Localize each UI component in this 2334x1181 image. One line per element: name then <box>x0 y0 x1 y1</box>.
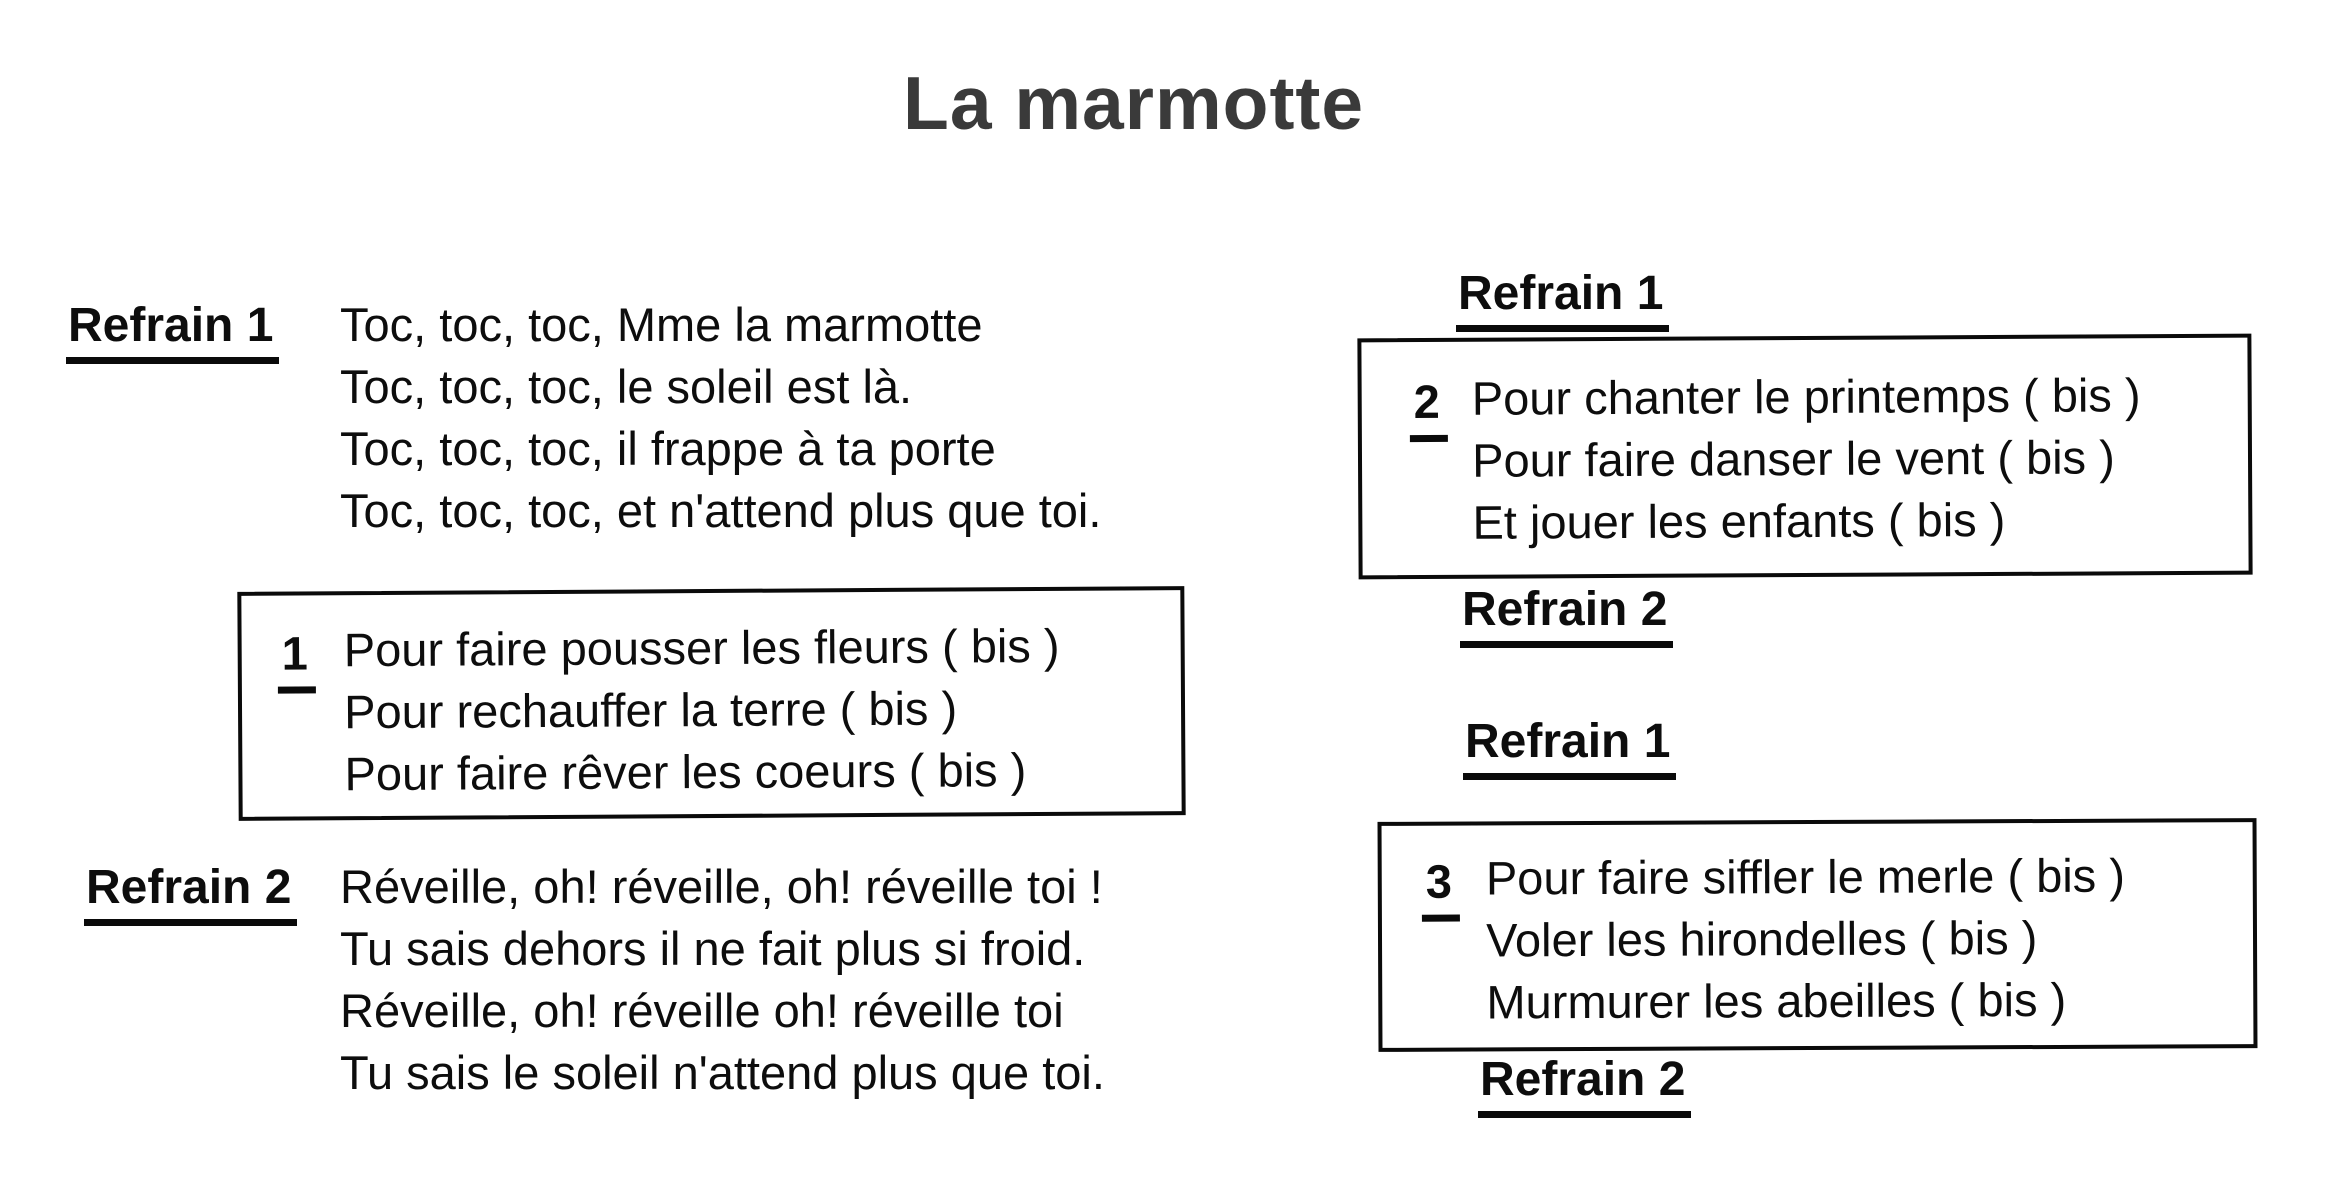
refrain-1-heading-right-top: Refrain 1 <box>1456 266 1670 332</box>
lyric-line: Toc, toc, toc, et n'attend plus que toi. <box>340 484 1102 537</box>
refrain-2-label: Refrain 2 <box>1460 582 1674 648</box>
lyric-line: Voler les hirondelles ( bis ) <box>1486 911 2038 967</box>
lyric-line: Pour faire pousser les fleurs ( bis ) <box>343 618 1060 677</box>
lyric-line: Pour chanter le printemps ( bis ) <box>1471 368 2141 425</box>
verse-2-lines: Pour chanter le printemps ( bis ) Pour f… <box>1472 364 2142 553</box>
lyric-line: Toc, toc, toc, le soleil est là. <box>340 360 913 413</box>
verse-3-box: 3 Pour faire siffler le merle ( bis ) Vo… <box>1377 818 2258 1052</box>
lyric-line: Toc, toc, toc, il frappe à ta porte <box>340 422 996 475</box>
verse-1-number: 1 <box>277 626 317 694</box>
lyric-line: Pour rechauffer la terre ( bis ) <box>344 681 958 739</box>
refrain-1-heading-left: Refrain 1 <box>66 298 280 364</box>
lyric-line: Pour faire siffler le merle ( bis ) <box>1485 848 2126 905</box>
refrain-2-heading-right-mid: Refrain 2 <box>1460 582 1674 648</box>
refrain-1-label: Refrain 1 <box>66 298 280 364</box>
lyric-line: Et jouer les enfants ( bis ) <box>1472 492 2006 549</box>
refrain-2-heading-right-bottom: Refrain 2 <box>1478 1052 1692 1118</box>
verse-1-box: 1 Pour faire pousser les fleurs ( bis ) … <box>237 586 1186 821</box>
verse-2-box: 2 Pour chanter le printemps ( bis ) Pour… <box>1357 333 2253 580</box>
refrain-1-heading-right-mid: Refrain 1 <box>1463 714 1677 780</box>
lyric-line: Pour faire rêver les coeurs ( bis ) <box>344 743 1027 801</box>
lyric-line: Réveille, oh! réveille, oh! réveille toi… <box>340 860 1103 913</box>
lyric-line: Tu sais le soleil n'attend plus que toi. <box>340 1046 1105 1099</box>
verse-3-lines: Pour faire siffler le merle ( bis ) Vole… <box>1486 845 2126 1034</box>
lyric-line: Murmurer les abeilles ( bis ) <box>1486 972 2067 1029</box>
verse-1-lines: Pour faire pousser les fleurs ( bis ) Po… <box>344 615 1061 805</box>
refrain-1-label: Refrain 1 <box>1463 714 1677 780</box>
refrain-2-label: Refrain 2 <box>84 860 298 926</box>
refrain-2-heading-left: Refrain 2 <box>84 860 298 926</box>
lyric-line: Tu sais dehors il ne fait plus si froid. <box>340 922 1086 975</box>
verse-3-number: 3 <box>1421 855 1461 922</box>
refrain-2-lyrics: Réveille, oh! réveille, oh! réveille toi… <box>340 856 1105 1104</box>
lyric-line: Réveille, oh! réveille oh! réveille toi <box>340 984 1064 1037</box>
refrain-1-lyrics: Toc, toc, toc, Mme la marmotte Toc, toc,… <box>340 294 1101 542</box>
refrain-2-label: Refrain 2 <box>1478 1052 1692 1118</box>
lyric-line: Pour faire danser le vent ( bis ) <box>1472 430 2115 487</box>
page-title: La marmotte <box>903 61 1365 145</box>
refrain-1-label: Refrain 1 <box>1456 266 1670 332</box>
verse-2-number: 2 <box>1409 375 1449 443</box>
lyric-line: Toc, toc, toc, Mme la marmotte <box>340 298 983 351</box>
